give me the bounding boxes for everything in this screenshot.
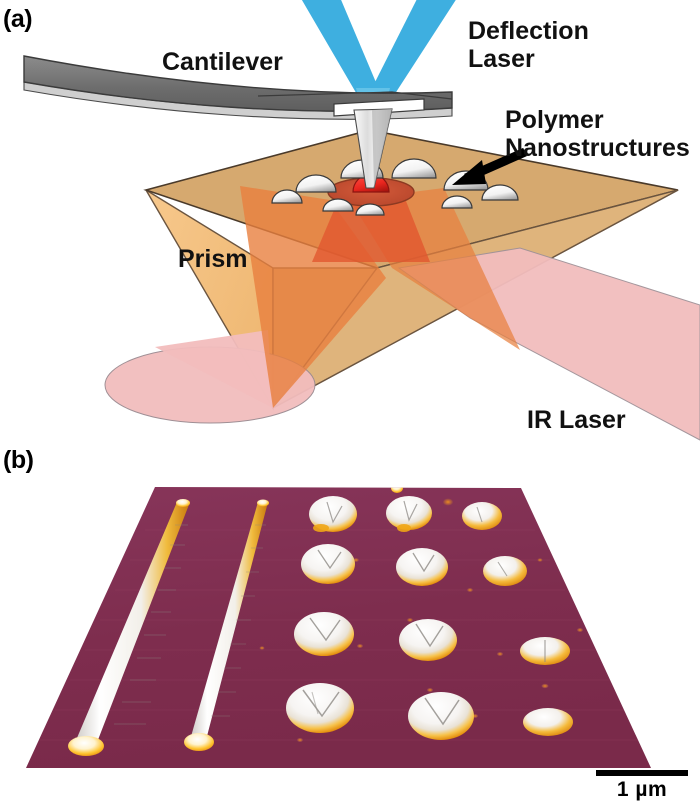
panel-b-afm-image <box>26 487 651 768</box>
pointer-arrow-to-nanostructure <box>452 147 527 185</box>
deflection-laser-label: Deflection Laser <box>468 17 589 73</box>
ir-laser-exit-cone <box>104 330 316 424</box>
scale-bar: 1 µm <box>592 770 692 802</box>
dot-array-row <box>301 544 527 586</box>
cantilever-body <box>23 55 453 112</box>
scale-bar-line <box>596 770 688 776</box>
polymer-nanostructures-label: Polymer Nanostructures <box>505 106 690 162</box>
panel-a-schematic <box>23 0 700 441</box>
nanostructure-dome <box>355 203 385 216</box>
deflection-laser-incident-ray <box>301 0 383 103</box>
written-line <box>68 499 190 756</box>
polymer-dot <box>523 708 573 736</box>
polymer-dot <box>286 683 354 733</box>
nanostructure-dome <box>322 198 354 212</box>
arrow-head <box>452 160 486 185</box>
polymer-dot <box>399 619 457 661</box>
polymer-dot <box>309 496 357 532</box>
ir-beam-exit-wedge <box>155 330 273 408</box>
scale-bar-label: 1 µm <box>616 778 668 801</box>
written-line-top-end <box>257 499 269 507</box>
panel-b-label: (b) <box>3 446 34 474</box>
afm-tip <box>353 108 393 189</box>
deflection-laser-reflected-ray <box>366 0 456 103</box>
written-line-ripples <box>211 524 266 717</box>
afm-features <box>40 487 640 756</box>
panel-a-label: (a) <box>3 5 33 33</box>
polymer-dot <box>408 692 474 740</box>
dot-array-row <box>286 683 573 740</box>
polymer-dot <box>301 544 355 584</box>
written-line-top-end <box>176 499 190 507</box>
prism-label: Prism <box>178 245 248 273</box>
polymer-dot <box>520 637 570 665</box>
written-line-bottom-blob <box>68 736 104 756</box>
cantilever-label: Cantilever <box>162 48 283 76</box>
cantilever-chamfer-line <box>257 91 453 100</box>
deflection-laser-beam <box>301 0 456 104</box>
heated-cone-glow <box>312 196 430 262</box>
nanostructure-dome <box>441 195 473 209</box>
dot-array-row <box>294 612 570 665</box>
written-line-ripples <box>114 524 188 725</box>
ir-laser-label: IR Laser <box>527 406 626 434</box>
written-line <box>184 499 269 751</box>
polymer-dot <box>483 556 527 586</box>
nanostructure-dome <box>295 174 337 193</box>
polymer-dot <box>462 502 502 530</box>
written-line-bottom-blob <box>184 733 214 751</box>
polymer-dot <box>396 548 448 586</box>
written-line-body <box>190 502 268 740</box>
cantilever <box>23 55 453 120</box>
nanostructure-dome <box>391 158 437 179</box>
stray-particle <box>443 498 453 506</box>
polymer-dot <box>386 496 432 532</box>
nanostructure-dome <box>481 184 519 201</box>
dot-array-row <box>309 487 502 532</box>
polymer-dot <box>294 612 354 656</box>
afm-tip-shadow-face <box>372 109 392 188</box>
stray-particle <box>391 487 403 493</box>
written-line-body <box>74 502 190 745</box>
nanostructure-dome <box>271 189 303 204</box>
